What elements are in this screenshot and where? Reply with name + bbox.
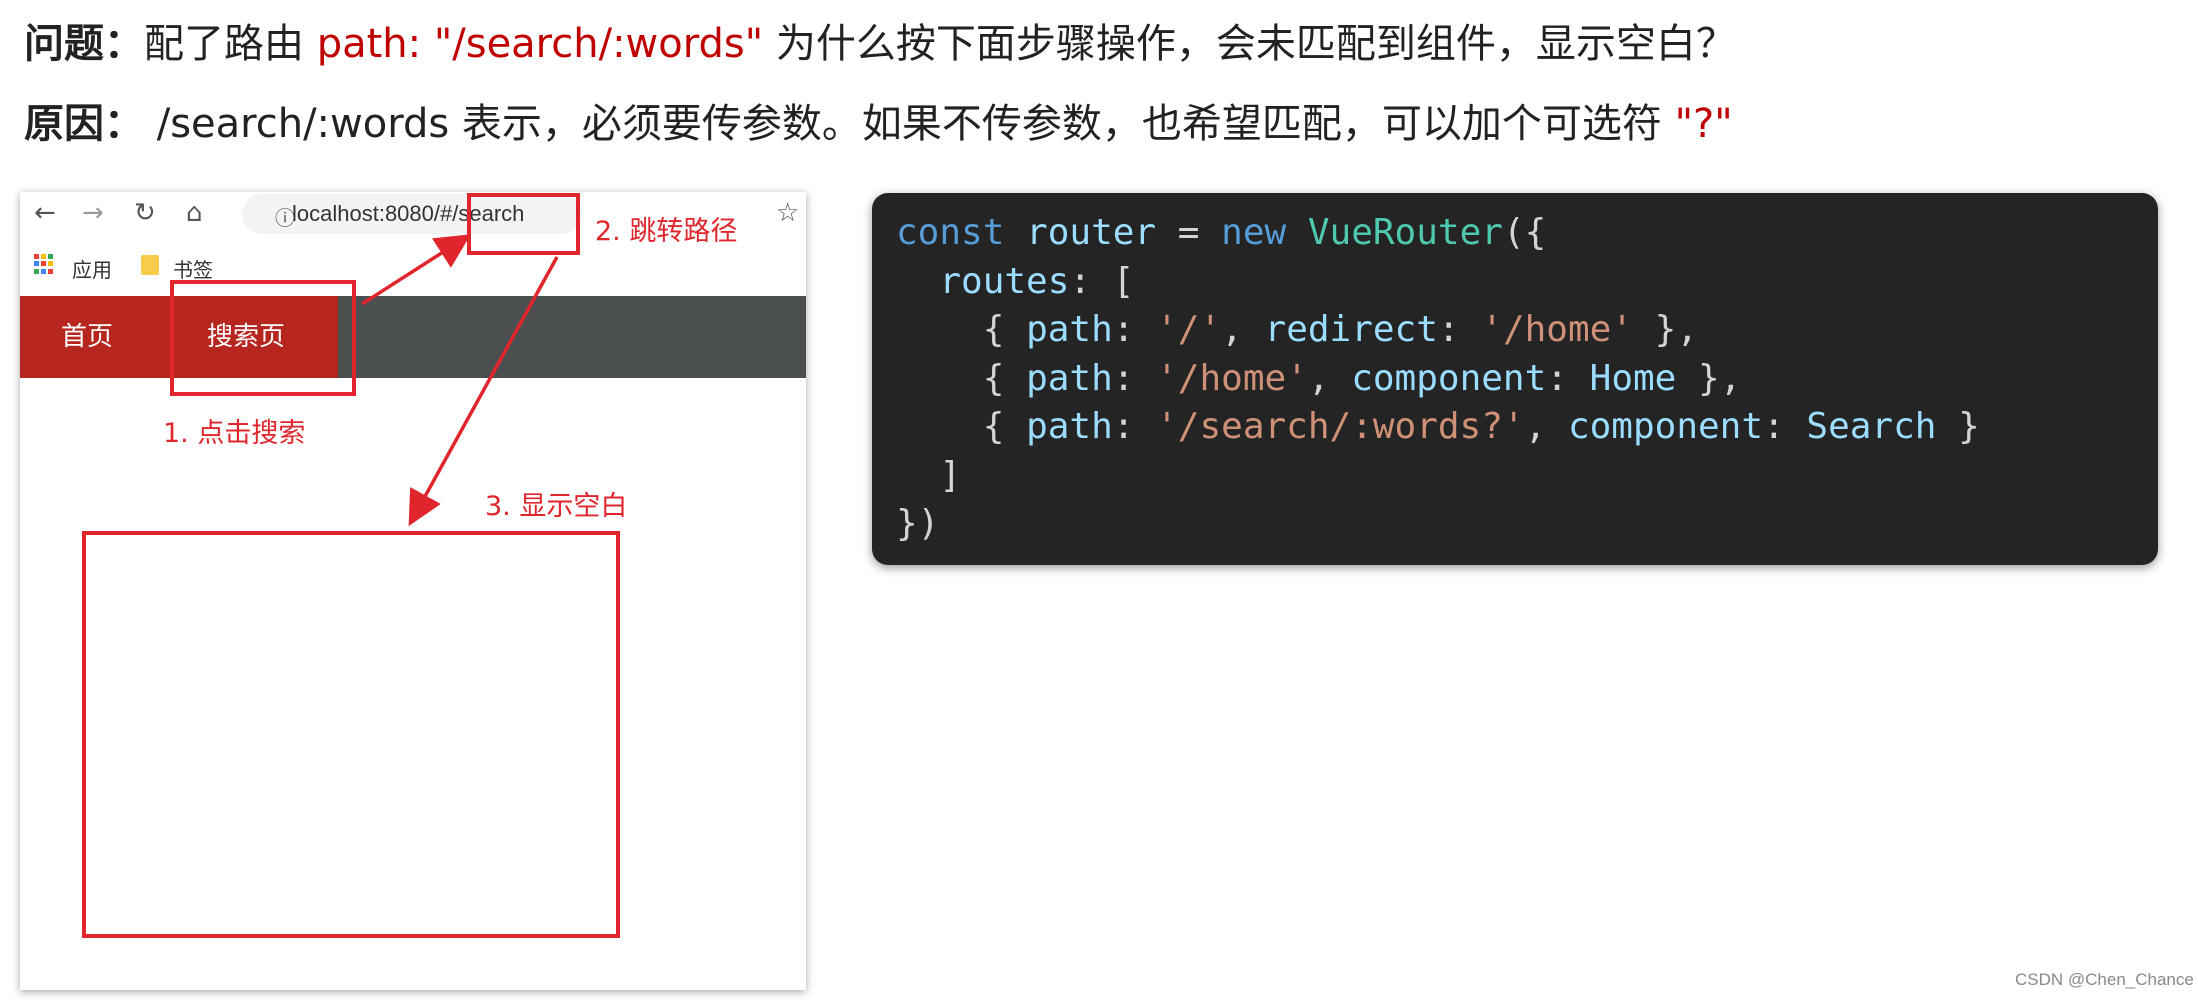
reason-line: 原因： /search/:words 表示，必须要传参数。如果不传参数，也希望匹…: [24, 104, 1733, 144]
code-punct: },: [1676, 357, 1742, 399]
code-class: VueRouter: [1307, 212, 1503, 253]
apps-grid-dot: [34, 268, 39, 274]
reason-label: 原因：: [24, 101, 144, 147]
code-punct: ,: [1524, 406, 1568, 447]
highlight-search-tab-box: [170, 280, 356, 396]
code-punct: :: [1112, 357, 1157, 399]
reason-text: /search/:words 表示，必须要传参数。如果不传参数，也希望匹配，可以…: [144, 101, 1675, 147]
address-bar[interactable]: [242, 194, 582, 234]
code-string: '/home': [1156, 357, 1308, 399]
code-punct: {: [982, 357, 1027, 399]
code-punct: {: [982, 309, 1027, 350]
code-block: const router = new VueRouter({ routes: […: [872, 193, 2158, 565]
apps-grid-dot: [41, 261, 46, 267]
code-punct: :: [1112, 309, 1157, 350]
nav-search-link[interactable]: 搜索页: [154, 296, 338, 378]
code-punct: :: [1546, 357, 1590, 399]
apps-grid-dot: [48, 254, 53, 259]
apps-grid-dot: [48, 261, 53, 267]
bookmark-apps[interactable]: 应用: [72, 258, 112, 282]
code-string: '/home': [1481, 309, 1633, 350]
question-text-pre: 配了路由: [144, 21, 317, 67]
browser-toolbar: ← → ↻ ⌂ ⓘ localhost:8080/#/search ☆: [20, 192, 806, 238]
apps-grid-dot: [41, 254, 46, 259]
code-op: =: [1156, 212, 1222, 253]
annotation-step2: 2. 跳转路径: [595, 216, 738, 247]
blank-area-box: [82, 531, 620, 938]
code-punct: ({: [1502, 212, 1547, 253]
code-punct: {: [982, 406, 1027, 447]
code-punct: }): [896, 503, 940, 544]
code-punct: },: [1632, 309, 1699, 350]
nav-home-link[interactable]: 首页: [20, 296, 154, 378]
code-punct: ]: [939, 454, 962, 496]
code-key: path: [1026, 357, 1113, 399]
question-label: 问题：: [24, 21, 144, 67]
code-punct: }: [1936, 406, 1980, 447]
apps-grid-dot: [34, 254, 39, 259]
code-var-router: router: [1026, 212, 1157, 253]
code-value: Search: [1806, 406, 1937, 447]
folder-icon: [141, 255, 159, 275]
reason-symbol: "?": [1674, 101, 1733, 147]
home-icon[interactable]: ⌂: [186, 198, 203, 228]
info-icon[interactable]: ⓘ: [275, 206, 295, 230]
code-punct: : [: [1069, 260, 1135, 302]
code-keyword-const: const: [896, 212, 1005, 253]
code-punct: :: [1763, 406, 1807, 447]
apps-grid-dot: [41, 268, 46, 274]
apps-grid-dot: [48, 268, 53, 274]
apps-grid-dot: [34, 261, 39, 267]
address-url[interactable]: localhost:8080/#/search: [292, 201, 525, 226]
back-arrow-icon[interactable]: ←: [34, 198, 56, 228]
code-key: path: [1026, 309, 1113, 350]
highlight-url-box: [467, 193, 580, 255]
code-key: component: [1351, 357, 1547, 399]
apps-grid-icon[interactable]: [34, 254, 54, 274]
code-punct: :: [1437, 309, 1482, 350]
annotation-step3: 3. 显示空白: [485, 491, 628, 522]
question-text-post: 为什么按下面步骤操作，会未匹配到组件，显示空白？: [763, 21, 1736, 67]
arrow-click-to-url: [361, 234, 471, 306]
code-key: component: [1567, 406, 1764, 447]
question-path: path: "/search/:words": [316, 21, 764, 67]
reload-icon[interactable]: ↻: [134, 198, 156, 228]
code-key: path: [1026, 406, 1113, 447]
code-value: Home: [1589, 357, 1677, 399]
code-string: '/': [1156, 309, 1222, 350]
code-punct: ,: [1221, 309, 1265, 350]
watermark: CSDN @Chen_Chance: [2015, 970, 2194, 989]
arrow-url-to-blank: [408, 256, 559, 527]
code-punct: :: [1112, 406, 1157, 447]
browser-screenshot: ← → ↻ ⌂ ⓘ localhost:8080/#/search ☆ 应用 书…: [20, 192, 806, 990]
forward-arrow-icon[interactable]: →: [82, 198, 104, 228]
code-keyword-new: new: [1221, 212, 1287, 253]
bookmark-star-icon[interactable]: ☆: [776, 198, 800, 228]
bookmark-folder[interactable]: 书签: [173, 258, 213, 282]
question-line: 问题：配了路由 path: "/search/:words" 为什么按下面步骤操…: [24, 24, 1736, 64]
code-routes-key: routes: [939, 260, 1070, 302]
code-key: redirect: [1264, 309, 1438, 350]
annotation-step1: 1. 点击搜索: [163, 418, 306, 449]
code-punct: ,: [1307, 357, 1352, 399]
code-text: const router = new VueRouter({ routes: […: [896, 209, 1980, 549]
code-string: '/search/:words?': [1156, 406, 1525, 447]
